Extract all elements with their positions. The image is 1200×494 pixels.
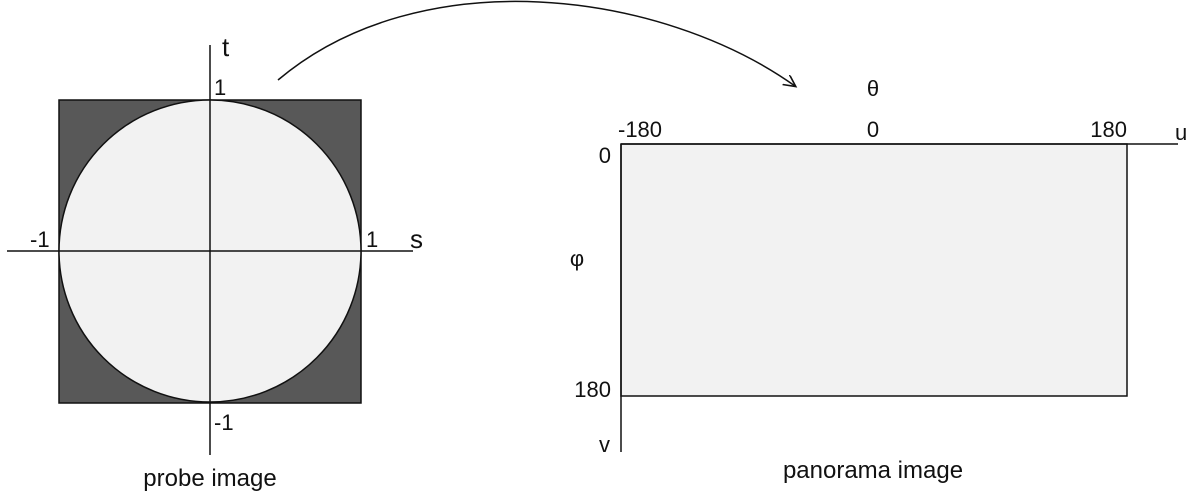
u-max-tick-label: 180 bbox=[1090, 117, 1127, 142]
u-axis-label: u bbox=[1175, 120, 1187, 145]
u-min-tick-label: -180 bbox=[618, 117, 662, 142]
mapping-arrow bbox=[277, 0, 795, 86]
t-axis-label: t bbox=[222, 32, 230, 62]
v-max-tick-label: 180 bbox=[574, 377, 611, 402]
probe-image-caption: probe image bbox=[143, 465, 276, 492]
phi-label: φ bbox=[570, 246, 584, 271]
probe-image-figure: t s 1 -1 -1 1 probe image bbox=[7, 32, 423, 492]
t-min-tick-label: -1 bbox=[214, 410, 234, 435]
panorama-image-caption: panorama image bbox=[783, 457, 963, 484]
panorama-rectangle bbox=[620, 143, 1128, 397]
s-axis-label: s bbox=[410, 224, 423, 254]
v-min-tick-label: 0 bbox=[599, 143, 611, 168]
u-mid-tick-label: 0 bbox=[867, 117, 879, 142]
s-max-tick-label: 1 bbox=[366, 227, 378, 252]
theta-label: θ bbox=[867, 76, 879, 101]
t-max-tick-label: 1 bbox=[214, 75, 226, 100]
s-min-tick-label: -1 bbox=[30, 227, 50, 252]
v-axis-label: v bbox=[599, 432, 610, 457]
panorama-image-figure: θ φ u v -180 0 180 0 180 panorama image bbox=[570, 76, 1187, 484]
